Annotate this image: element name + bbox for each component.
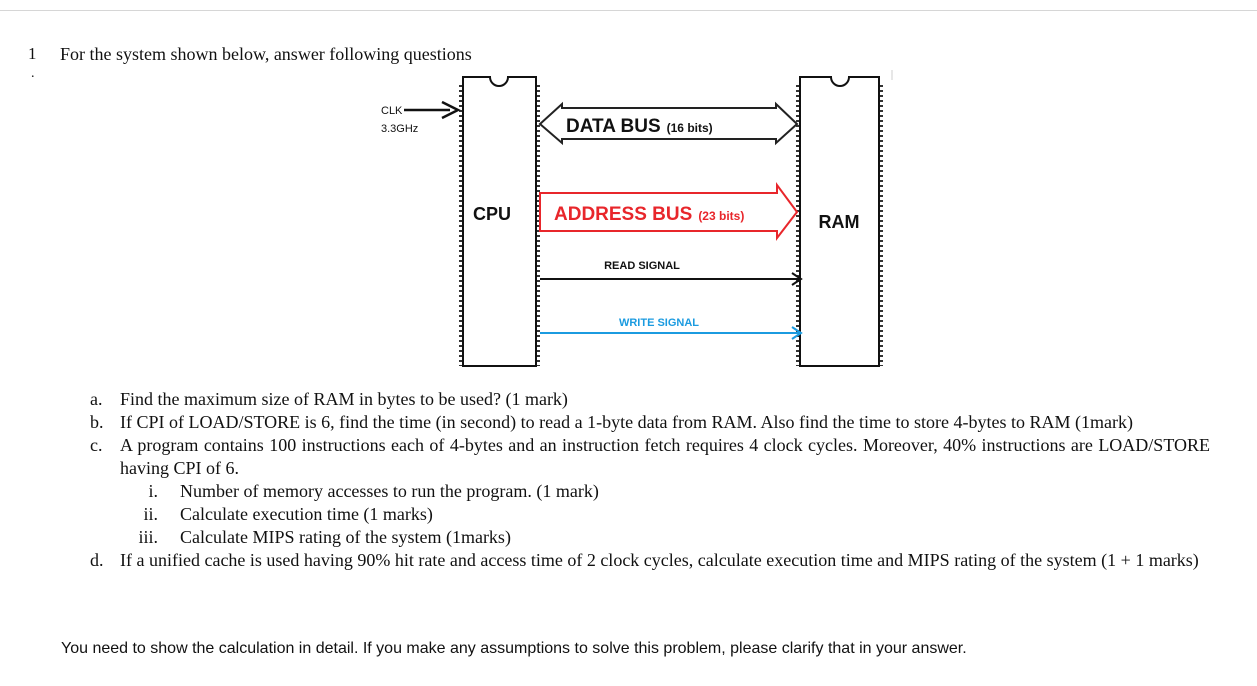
subquestion-text: If a unified cache is used having 90% hi… — [120, 550, 1199, 570]
write-signal-label: WRITE SIGNAL — [619, 317, 699, 329]
top-divider — [0, 10, 1257, 11]
subquestion-text: Calculate MIPS rating of the system (1ma… — [180, 527, 511, 547]
address-bus-label: ADDRESS BUS(23 bits) — [554, 204, 744, 225]
subquestion-text: Number of memory accesses to run the pro… — [180, 481, 599, 501]
question-number-dot: . — [31, 66, 35, 81]
subquestion-marker: i. — [148, 481, 158, 501]
subquestion-text: Calculate execution time (1 marks) — [180, 504, 433, 524]
question-number: 1 — [28, 44, 37, 63]
subquestion-text: A program contains 100 instructions each… — [120, 435, 1210, 478]
subquestion-c-iii: iii. Calculate MIPS rating of the system… — [90, 526, 1210, 549]
subquestion-marker: c. — [90, 435, 103, 455]
subquestion-marker: a. — [90, 389, 103, 409]
instruction-note: You need to show the calculation in deta… — [61, 640, 967, 657]
address-bus-arrow — [539, 181, 799, 241]
subquestion-marker: b. — [90, 412, 104, 432]
read-signal-arrowhead — [791, 272, 803, 286]
subquestion-marker: d. — [90, 550, 104, 570]
system-diagram: CPU RAM CLK 3.3GHz DATA BUS(16 bits) ADD… — [381, 70, 893, 367]
cpu-label: CPU — [473, 204, 511, 224]
data-bus-arrow — [538, 101, 799, 146]
ram-label: RAM — [819, 212, 860, 232]
question-prompt: For the system shown below, answer follo… — [60, 44, 472, 64]
subquestion-text: If CPI of LOAD/STORE is 6, find the time… — [120, 412, 1134, 432]
subquestion-c-ii: ii. Calculate execution time (1 marks) — [90, 503, 1210, 526]
clk-label: CLK — [381, 105, 403, 117]
subquestion-b: b. If CPI of LOAD/STORE is 6, find the t… — [90, 411, 1210, 434]
subquestion-c: c. A program contains 100 instructions e… — [90, 434, 1210, 480]
write-signal-arrowhead — [791, 326, 803, 340]
data-bus-label: DATA BUS(16 bits) — [566, 116, 713, 137]
clock-input: CLK 3.3GHz — [381, 100, 461, 135]
subquestion-a: a. Find the maximum size of RAM in bytes… — [90, 388, 1210, 411]
subquestion-marker: ii. — [143, 504, 158, 524]
clk-frequency: 3.3GHz — [381, 123, 418, 135]
subquestion-d: d. If a unified cache is used having 90%… — [90, 549, 1210, 572]
ram-chip — [796, 70, 893, 367]
subquestion-marker: iii. — [138, 527, 158, 547]
subquestion-list: a. Find the maximum size of RAM in bytes… — [90, 388, 1210, 572]
cpu-chip — [459, 76, 540, 367]
subquestion-c-i: i. Number of memory accesses to run the … — [90, 480, 1210, 503]
read-signal-label: READ SIGNAL — [604, 260, 680, 272]
subquestion-text: Find the maximum size of RAM in bytes to… — [120, 389, 568, 409]
